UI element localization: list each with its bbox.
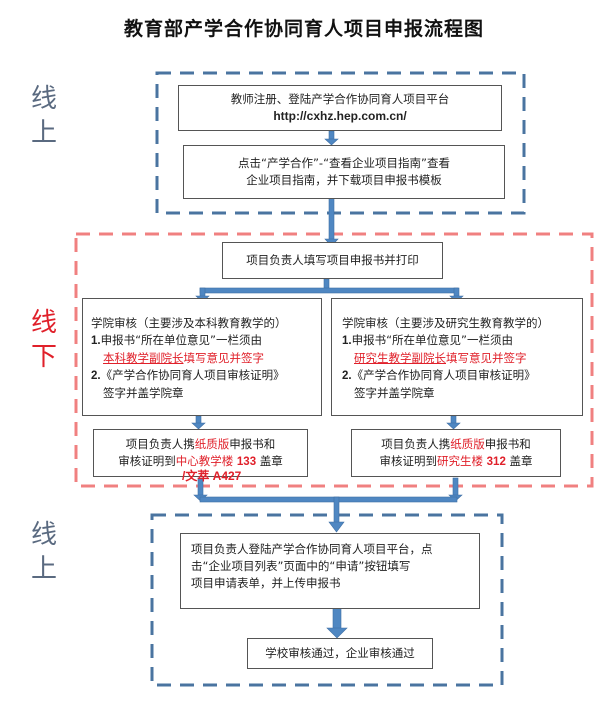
- stage-label-char: 线: [30, 520, 57, 550]
- text-part: 盖章: [259, 453, 283, 468]
- arrow-college-undergrad-to-stamp: [191, 415, 206, 430]
- signer-highlight: 研究生教学副院长: [354, 351, 446, 365]
- text-part: 审核证明到: [379, 453, 438, 468]
- stage-label-char: 下: [30, 342, 57, 372]
- online-stage-frame-2: [150, 513, 504, 687]
- arrow-college-grad-to-stamp: [446, 415, 461, 430]
- approved-text: 学校审核通过，企业审核通过: [265, 646, 415, 660]
- text-part: 盖章: [509, 453, 533, 468]
- step-stamp-grad-box: 项目负责人携纸质版申报书和 审核证明到研究生楼 312 盖章: [351, 429, 561, 477]
- step-fill-print-text: 项目负责人填写项目申报书并打印: [246, 253, 419, 267]
- item-text: 申报书“所在单位意见”一栏须由: [100, 333, 263, 347]
- sign-highlight: 填写意见并签字: [446, 351, 527, 365]
- apply-line1: 项目负责人登陆产学合作协同育人项目平台，点: [191, 542, 433, 556]
- step-stamp-undergrad-box: 项目负责人携纸质版申报书和 审核证明到中心教学楼 133 盖章: [93, 429, 308, 477]
- location-highlight: 研究生楼: [437, 453, 483, 468]
- step-guide-line1: 点击“产学合作”-“查看企业项目指南”查看: [238, 156, 450, 170]
- step-register-box: 教师注册、登陆产学合作协同育人项目平台 http://cxhz.hep.com.…: [178, 85, 502, 131]
- arrow-fill-split: [195, 278, 464, 303]
- location-highlight: 中心教学楼: [175, 453, 234, 468]
- text-part: 项目负责人携: [125, 436, 195, 451]
- step-college-undergrad-box: 学院审核（主要涉及本科教育教学的） 1.申报书“所在单位意见”一栏须由 本科教学…: [82, 298, 322, 416]
- stamp-grad-line2: 审核证明到研究生楼 312 盖章: [352, 453, 560, 471]
- stage-label-char: 线: [30, 84, 57, 114]
- item-text: 《产学合作协同育人项目审核证明》: [100, 368, 285, 382]
- college-undergrad-item2: 2.《产学合作协同育人项目审核证明》: [91, 367, 321, 385]
- item-number: 1.: [91, 335, 101, 347]
- online-stage-frame-1: [155, 71, 526, 215]
- item-text: 申报书“所在单位意见”一栏须由: [351, 333, 514, 347]
- stage-label-online-1: 线 上: [24, 82, 64, 150]
- paper-version-highlight: 纸质版: [450, 436, 485, 451]
- stage-label-char: 线: [30, 308, 57, 338]
- alternate-location-note: /文萃 A427: [182, 469, 242, 483]
- college-grad-item1: 1.申报书“所在单位意见”一栏须由: [342, 332, 582, 350]
- text-part: 审核证明到: [118, 453, 176, 468]
- step-guide-line2: 企业项目指南，并下载项目申报书模板: [246, 173, 442, 187]
- apply-line3: 项目申请表单，并上传申报书: [191, 576, 341, 590]
- item-number: 2.: [342, 370, 352, 382]
- room-number: 312: [486, 455, 506, 468]
- stamp-grad-line1: 项目负责人携纸质版申报书和: [352, 436, 560, 453]
- stage-label-char: 上: [30, 554, 57, 584]
- step-guide-box: 点击“产学合作”-“查看企业项目指南”查看 企业项目指南，并下载项目申报书模板: [183, 145, 505, 199]
- arrow-apply-to-approved: [326, 607, 348, 639]
- apply-line2: 击“企业项目列表”页面中的“申请”按钮填写: [191, 559, 411, 573]
- step-college-grad-box: 学院审核（主要涉及研究生教育教学的） 1.申报书“所在单位意见”一栏须由 研究生…: [331, 298, 583, 416]
- signer-highlight: 本科教学副院长: [103, 351, 184, 365]
- room-number: 133: [236, 455, 257, 468]
- stamp-undergrad-line2: 审核证明到中心教学楼 133 盖章: [94, 453, 307, 471]
- stage-label-char: 上: [30, 118, 57, 148]
- item-text: 《产学合作协同育人项目审核证明》: [351, 368, 536, 382]
- page-title: 教育部产学合作协同育人项目申报流程图: [123, 18, 484, 40]
- arrow-merge: [193, 477, 463, 533]
- item-number: 1.: [342, 335, 352, 347]
- step-approved-box: 学校审核通过，企业审核通过: [247, 638, 433, 669]
- college-grad-heading: 学院审核（主要涉及研究生教育教学的）: [342, 316, 549, 330]
- step-apply-online-box: 项目负责人登陆产学合作协同育人项目平台，点 击“企业项目列表”页面中的“申请”按…: [180, 533, 480, 609]
- college-undergrad-item1-cont: 本科教学副院长填写意见并签字: [91, 350, 321, 367]
- college-grad-item1-cont: 研究生教学副院长填写意见并签字: [342, 350, 582, 367]
- stamp-undergrad-line1: 项目负责人携纸质版申报书和: [94, 436, 307, 453]
- step-fill-print-box: 项目负责人填写项目申报书并打印: [222, 242, 443, 279]
- college-undergrad-item2-cont: 签字并盖学院章: [103, 386, 184, 400]
- paper-version-highlight: 纸质版: [194, 436, 230, 451]
- college-undergrad-item1: 1.申报书“所在单位意见”一栏须由: [91, 332, 321, 350]
- arrow-register-to-guide: [324, 130, 339, 146]
- platform-url: http://cxhz.hep.com.cn/: [273, 109, 407, 123]
- text-part: 项目负责人携: [381, 436, 451, 451]
- arrow-guide-to-fill: [324, 197, 339, 247]
- college-undergrad-heading: 学院审核（主要涉及本科教育教学的）: [91, 316, 287, 330]
- stage-label-offline: 线 下: [24, 306, 64, 374]
- item-number: 2.: [91, 370, 101, 382]
- text-part: 申报书和: [229, 436, 276, 451]
- college-grad-item2-cont: 签字并盖学院章: [354, 386, 435, 400]
- stage-label-online-2: 线 上: [24, 518, 64, 586]
- text-part: 申报书和: [484, 436, 531, 451]
- sign-highlight: 填写意见并签字: [183, 351, 265, 365]
- step-register-text: 教师注册、登陆产学合作协同育人项目平台: [230, 92, 450, 106]
- college-grad-item2: 2.《产学合作协同育人项目审核证明》: [342, 367, 582, 385]
